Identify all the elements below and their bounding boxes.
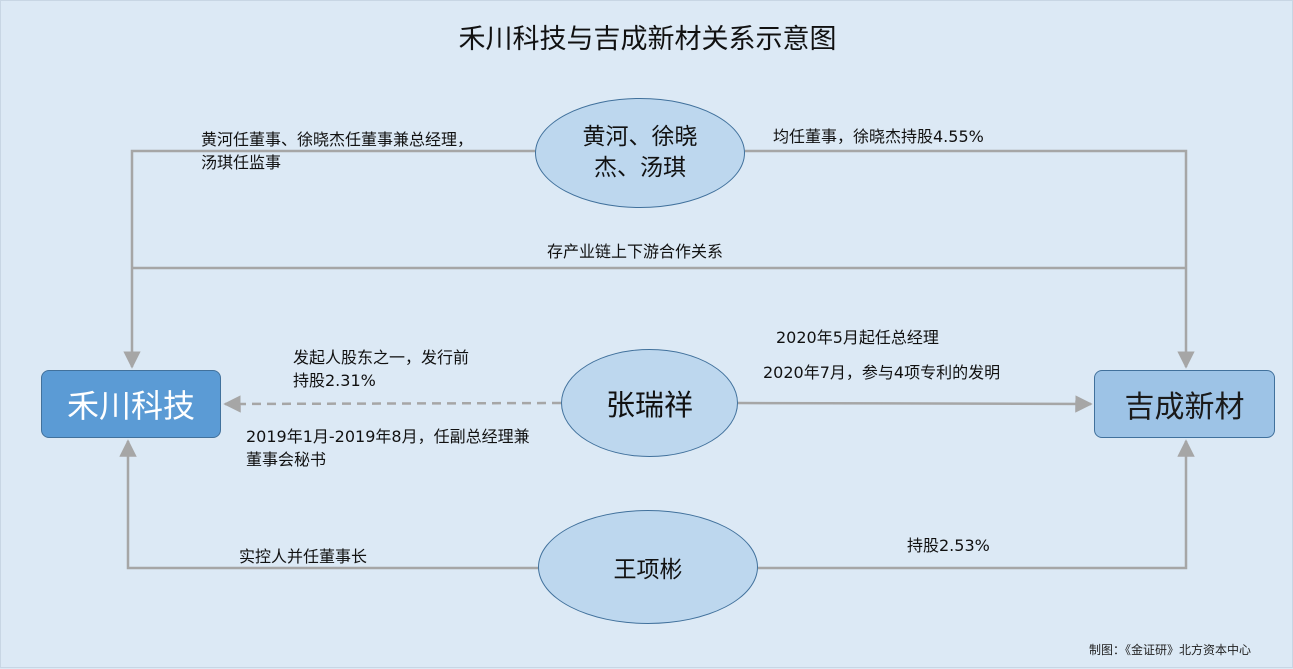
label-top-left-line2: 汤琪任监事 bbox=[201, 153, 282, 172]
line-top-to-hechuan bbox=[123, 149, 535, 369]
node-hechuan: 禾川科技 bbox=[41, 370, 221, 438]
label-zhang-left-top-line2: 持股2.31% bbox=[293, 371, 376, 390]
label-zhang-left-bottom-line2: 董事会秘书 bbox=[246, 450, 327, 469]
node-people-top: 黄河、徐晓 杰、汤琪 bbox=[535, 98, 745, 208]
label-zhang-left-top: 发起人股东之一，发行前 持股2.31% bbox=[293, 346, 469, 392]
label-top-left-line1: 黄河任董事、徐晓杰任董事兼总经理， bbox=[201, 130, 474, 149]
line-top-to-jicheng bbox=[745, 149, 1195, 369]
credit-text: 制图：《金证研》北方资本中心 bbox=[1089, 643, 1252, 657]
label-wang-left: 实控人并任董事长 bbox=[239, 547, 368, 566]
label-zhang-left-top-line1: 发起人股东之一，发行前 bbox=[293, 348, 470, 367]
node-people-top-line1: 黄河、徐晓 bbox=[582, 124, 698, 150]
line-wang-to-jicheng bbox=[758, 439, 1195, 570]
label-top-right: 均任董事，徐晓杰持股4.55% bbox=[773, 127, 984, 146]
node-zhang: 张瑞祥 bbox=[561, 349, 738, 457]
label-zhang-right-line2: 2020年7月，参与4项专利的发明 bbox=[763, 363, 1001, 382]
label-wang-right: 持股2.53% bbox=[907, 536, 990, 555]
label-zhang-left-bottom: 2019年1月-2019年8月，任副总经理兼 董事会秘书 bbox=[246, 425, 530, 471]
label-top-left: 黄河任董事、徐晓杰任董事兼总经理， 汤琪任监事 bbox=[201, 128, 473, 174]
node-jicheng: 吉成新材 bbox=[1094, 370, 1275, 438]
label-zhang-left-bottom-line1: 2019年1月-2019年8月，任副总经理兼 bbox=[246, 427, 530, 446]
diagram-title: 禾川科技与吉成新材关系示意图 bbox=[458, 24, 837, 55]
label-industry-chain: 存产业链上下游合作关系 bbox=[547, 242, 724, 261]
label-zhang-right-line1: 2020年5月起任总经理 bbox=[776, 328, 939, 347]
node-people-top-line2: 杰、汤琪 bbox=[594, 155, 686, 181]
line-zhang-to-hechuan bbox=[223, 395, 562, 413]
line-wang-to-hechuan bbox=[119, 439, 538, 570]
node-wang: 王项彬 bbox=[538, 510, 758, 624]
line-zhang-to-jicheng bbox=[737, 395, 1093, 413]
